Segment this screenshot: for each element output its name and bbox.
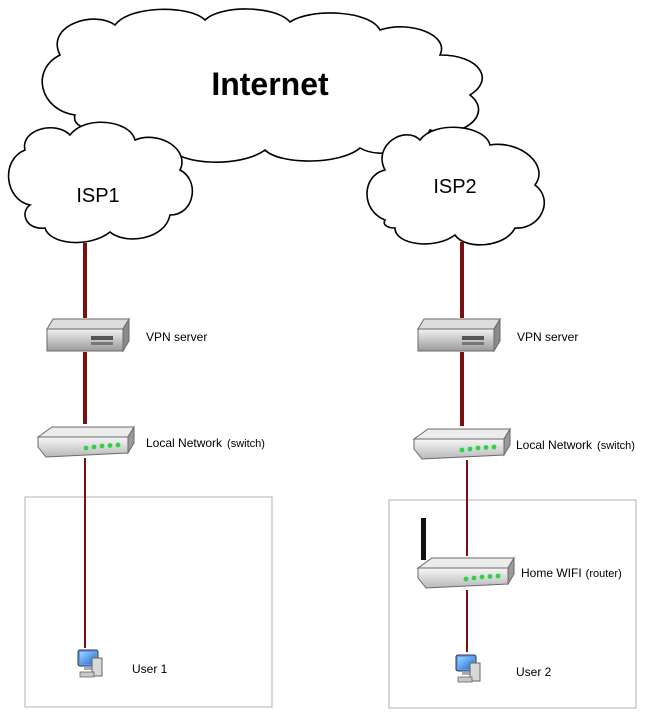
right-vpn-server: [417, 317, 501, 353]
right-vpn-label: VPN server: [517, 330, 578, 344]
home-wifi-label: Home WIFI(router): [521, 566, 622, 580]
left-vpn-label: VPN server: [146, 330, 207, 344]
isp1-label: ISP1: [76, 185, 119, 207]
left-site-box: [24, 496, 273, 708]
user2-computer-icon: [455, 654, 481, 683]
right-site-box: [388, 499, 637, 709]
isp1-cloud: ISP1: [7, 121, 194, 244]
left-switch-label: Local Network(switch): [146, 436, 265, 450]
user2-label: User 2: [516, 665, 552, 679]
left-vpn-server: [46, 317, 130, 353]
home-wifi-router-icon: [416, 518, 515, 589]
user1-label: User 1: [132, 662, 168, 676]
internet-cloud: Internet: [41, 8, 483, 163]
right-switch-icon: [412, 427, 511, 460]
isp2-cloud: ISP2: [366, 126, 546, 246]
user1-computer-icon: [77, 649, 103, 678]
isp2-label: ISP2: [433, 176, 476, 198]
internet-label: Internet: [211, 66, 329, 102]
right-switch-label: Local Network(switch): [516, 438, 635, 452]
left-switch-icon: [36, 425, 135, 458]
